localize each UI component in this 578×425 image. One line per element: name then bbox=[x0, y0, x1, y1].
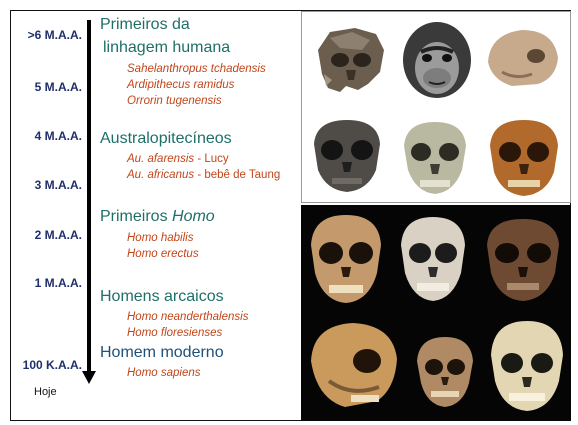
tick-4-maa: 4 M.A.A. bbox=[35, 129, 82, 143]
species-orrorin: Orrorin tugenensis bbox=[127, 94, 222, 109]
group-title-early-homo-italic: Homo bbox=[172, 208, 215, 225]
group-title-early-homo: Primeiros Homo bbox=[100, 208, 215, 226]
floresiensis-skull-image bbox=[411, 331, 479, 415]
species-africanus: Au. africanus - bebê de Taung bbox=[127, 168, 280, 183]
group-title-archaic-humans: Homens arcaicos bbox=[100, 288, 224, 306]
afarensis-skull-image bbox=[306, 114, 388, 198]
species-afarensis-note: - Lucy bbox=[194, 153, 229, 165]
sapiens-skull-image bbox=[485, 315, 569, 419]
species-africanus-note: - bebê de Taung bbox=[194, 169, 280, 181]
neanderthal-skull-image bbox=[305, 315, 403, 419]
habilis-skull-image bbox=[303, 209, 389, 309]
timeline-end-label: Hoje bbox=[34, 386, 57, 398]
group-title-early-lineage-line1: Primeiros da bbox=[100, 16, 190, 34]
homo-photo-panel bbox=[301, 205, 571, 421]
species-floresienses: Homo floresienses bbox=[127, 326, 222, 341]
tick-5-maa: 5 M.A.A. bbox=[35, 80, 82, 94]
group-title-australopithecines: Australopitecíneos bbox=[100, 130, 232, 148]
species-afarensis-name: Au. afarensis bbox=[127, 153, 194, 165]
group-title-early-homo-plain: Primeiros bbox=[100, 208, 172, 225]
group-title-modern-human: Homem moderno bbox=[100, 344, 224, 362]
erectus-skull-image bbox=[393, 211, 473, 307]
tick-1-maa: 1 M.A.A. bbox=[35, 276, 82, 290]
species-erectus: Homo erectus bbox=[127, 247, 199, 262]
tick-2-maa: 2 M.A.A. bbox=[35, 228, 82, 242]
species-africanus-name: Au. africanus bbox=[127, 169, 194, 181]
species-sahelanthropus: Sahelanthropus tchadensis bbox=[127, 62, 266, 77]
timeline-arrowhead bbox=[82, 371, 96, 384]
species-afarensis: Au. afarensis - Lucy bbox=[127, 152, 229, 167]
species-ardipithecus: Ardipithecus ramidus bbox=[127, 78, 234, 93]
tick-100-kaa: 100 K.A.A. bbox=[23, 358, 82, 372]
group-title-early-lineage-line2: linhagem humana bbox=[103, 39, 230, 57]
chimp-face-reconstruction-image bbox=[397, 18, 477, 102]
africanus-skull-image bbox=[394, 116, 476, 198]
tick-3-maa: 3 M.A.A. bbox=[35, 178, 82, 192]
tick-6-maa: >6 M.A.A. bbox=[28, 28, 82, 42]
species-neanderthalensis: Homo neanderthalensis bbox=[127, 310, 248, 325]
erectus-dark-skull-image bbox=[479, 213, 567, 307]
species-sapiens: Homo sapiens bbox=[127, 366, 201, 381]
early-hominin-photo-panel bbox=[301, 11, 571, 203]
timeline-axis bbox=[87, 20, 91, 372]
taung-skull-image bbox=[482, 114, 566, 200]
orrorin-skull-image bbox=[482, 22, 564, 94]
sahelanthropus-skull-image bbox=[310, 20, 390, 100]
species-habilis: Homo habilis bbox=[127, 231, 193, 246]
